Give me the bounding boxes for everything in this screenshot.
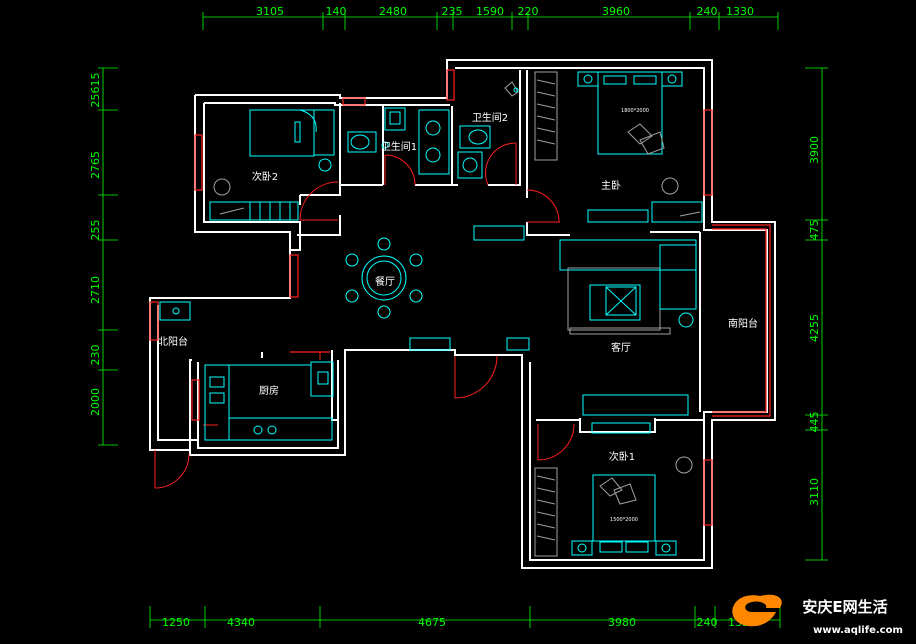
bottom-dim-4: 3980: [608, 616, 636, 629]
right-dim-1: 3900: [808, 136, 821, 164]
dining-furniture: [345, 225, 525, 351]
label-living: 客厅: [611, 341, 631, 354]
top-dim-5: 1590: [476, 5, 504, 18]
bathroom2-fixtures: [457, 81, 519, 179]
watermark-url: www.aqlife.com: [813, 625, 903, 636]
right-dim-4: 445: [808, 412, 821, 433]
walls: [149, 59, 776, 569]
top-dim-2: 140: [326, 5, 347, 18]
bottom-dim-3: 4675: [418, 616, 446, 629]
living-furniture: [506, 239, 697, 434]
bedroom1-furniture: 1500*2000: [534, 456, 693, 557]
label-dining: 餐厅: [375, 275, 395, 288]
doors: [154, 142, 575, 489]
right-dim-2: 475: [808, 220, 821, 241]
top-dim-4: 235: [442, 5, 463, 18]
room-labels: 次卧2 卫生间1 卫生间2 主卧 餐厅 客厅 北阳台 厨房 南阳台 次卧1: [158, 111, 758, 463]
label-master-bedroom: 主卧: [601, 179, 621, 192]
right-dim-3: 4255: [808, 314, 821, 342]
kitchen-furniture: [204, 361, 334, 441]
top-dimension-line: 3105 140 2480 235 1590 220 3960 240 1330: [202, 5, 779, 30]
watermark-name: 安庆E网生活: [802, 598, 887, 616]
bottom-dim-5: 240: [697, 616, 718, 629]
bathroom1-fixtures: [347, 107, 450, 175]
right-dimension-line: 3900 475 4255 445 3110: [805, 67, 828, 561]
right-dim-5: 3110: [808, 478, 821, 506]
left-dim-4: 2710: [89, 276, 102, 304]
top-dim-3: 2480: [379, 5, 407, 18]
top-dim-8: 240: [697, 5, 718, 18]
watermark-e-logo-icon: [732, 594, 782, 627]
bottom-dimension-line: 1250 4340 4675 3980 240 1330: [149, 606, 781, 629]
left-dim-6: 2000: [89, 388, 102, 416]
north-balcony-furniture: [159, 301, 191, 321]
label-bathroom-2: 卫生间2: [472, 111, 508, 124]
left-dim-2: 2765: [89, 151, 102, 179]
label-north-balcony: 北阳台: [158, 335, 188, 348]
master-bedroom-furniture: 1800*2000: [534, 71, 703, 223]
top-dim-6: 220: [518, 5, 539, 18]
top-dim-1: 3105: [256, 5, 284, 18]
bottom-dim-2: 4340: [227, 616, 255, 629]
top-dim-9: 1330: [726, 5, 754, 18]
left-dim-3: 255: [89, 220, 102, 241]
watermark: 安庆E网生活 www.aqlife.com: [732, 594, 903, 636]
label-secondary-bedroom-2: 次卧2: [252, 170, 278, 183]
label-kitchen: 厨房: [259, 384, 279, 397]
label-bathroom-1: 卫生间1: [381, 140, 417, 153]
bedroom1-bed-size: 1500*2000: [610, 517, 638, 523]
bedroom2-furniture: [209, 109, 335, 221]
bottom-dim-1: 1250: [162, 616, 190, 629]
top-dim-7: 3960: [602, 5, 630, 18]
windows: [149, 69, 771, 526]
label-south-balcony: 南阳台: [728, 317, 758, 330]
left-dim-1: 25615: [89, 73, 102, 108]
label-secondary-bedroom-1: 次卧1: [609, 450, 635, 463]
master-bed-size: 1800*2000: [621, 108, 649, 114]
left-dim-5: 230: [89, 345, 102, 366]
left-dimension-line: 25615 2765 255 2710 230 2000: [89, 67, 118, 446]
